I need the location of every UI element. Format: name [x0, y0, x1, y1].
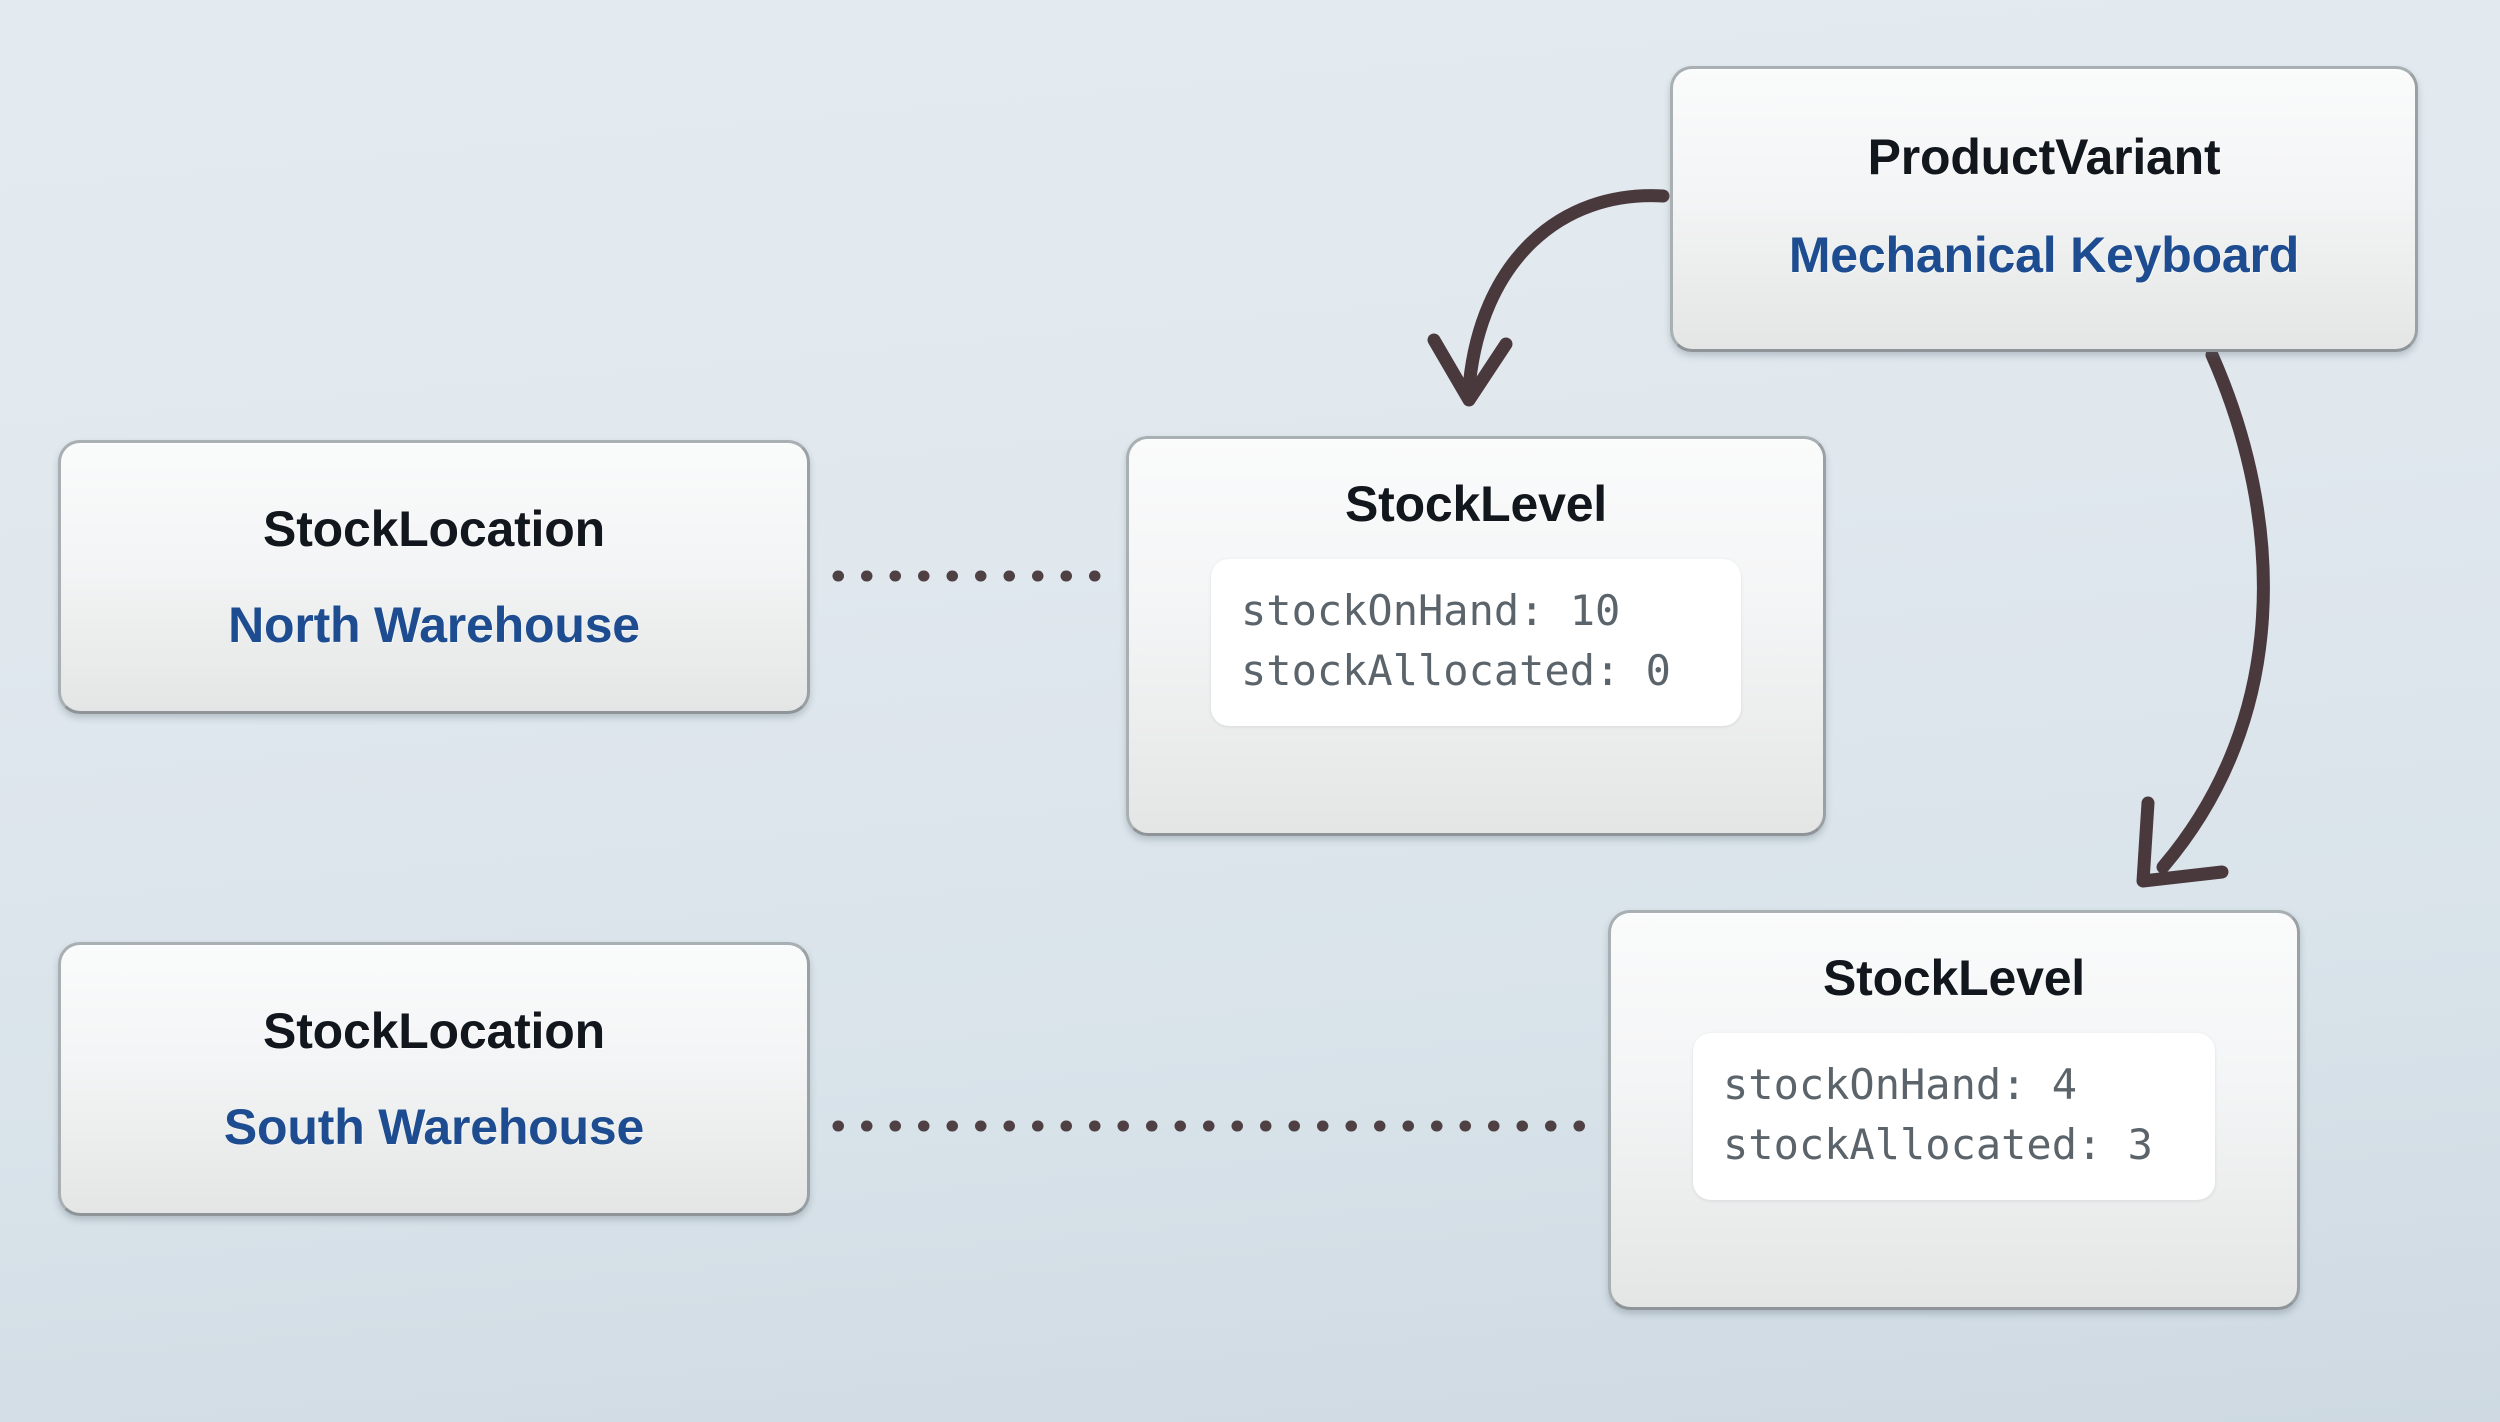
field-stock-allocated: stockAllocated: 3: [1723, 1119, 2153, 1169]
node-stock-level-south[interactable]: StockLevel stockOnHand: 4 stockAllocated…: [1608, 910, 2300, 1310]
field-stock-on-hand: stockOnHand: 10: [1241, 586, 1621, 635]
stock-level-fields-panel: stockOnHand: 10 stockAllocated: 0: [1211, 559, 1741, 727]
node-type-label: StockLocation: [263, 501, 605, 557]
arrow-product-variant-to-level-south: [2136, 348, 2270, 888]
node-type-label: StockLevel: [1344, 476, 1607, 532]
stock-level-fields-panel: stockOnHand: 4 stockAllocated: 3: [1693, 1033, 2215, 1201]
node-name-label: North Warehouse: [228, 597, 640, 653]
node-name-label: Mechanical Keyboard: [1788, 227, 2300, 283]
node-type-label: StockLocation: [263, 1003, 605, 1059]
field-stock-on-hand: stockOnHand: 4: [1723, 1060, 2078, 1109]
node-product-variant[interactable]: ProductVariant Mechanical Keyboard: [1670, 66, 2418, 352]
node-type-label: ProductVariant: [1867, 129, 2221, 185]
node-name-label: South Warehouse: [223, 1099, 645, 1155]
field-stock-allocated: stockAllocated: 0: [1241, 645, 1671, 695]
node-stock-location-south[interactable]: StockLocation South Warehouse: [58, 942, 810, 1216]
node-stock-location-north[interactable]: StockLocation North Warehouse: [58, 440, 810, 714]
node-type-label: StockLevel: [1822, 950, 2085, 1006]
node-stock-level-north[interactable]: StockLevel stockOnHand: 10 stockAllocate…: [1126, 436, 1826, 836]
arrow-product-variant-to-level-north: [1427, 189, 1670, 407]
